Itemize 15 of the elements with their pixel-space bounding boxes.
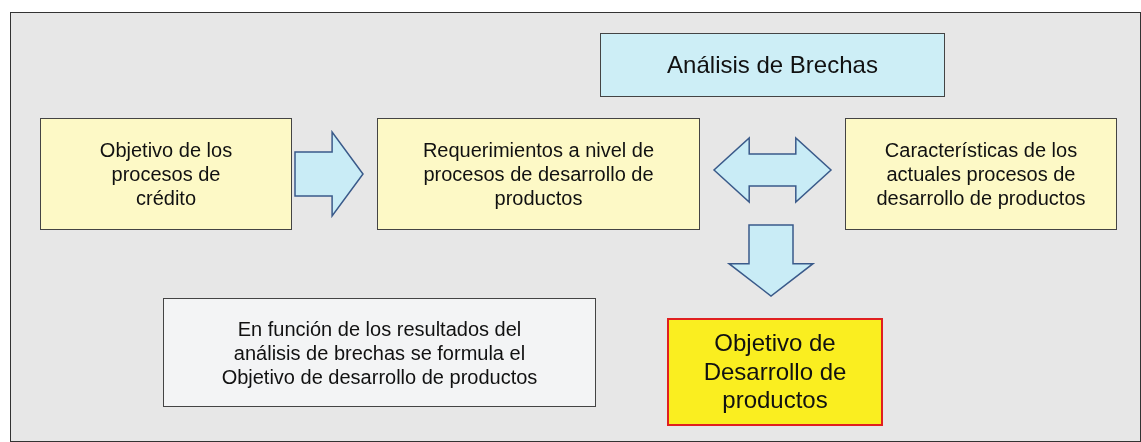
box-text: Análisis de Brechas [667,50,878,80]
box-text: Objetivo de Desarrollo de productos [702,328,848,416]
process-box [845,118,1117,230]
note-box [163,298,596,407]
process-box [40,118,292,230]
box-text: En función de los resultados del análisis de brechas se formula el Objetivo de desarrollo de productos [220,316,539,389]
box-text: Características de los actuales procesos de desarrollo de productos [875,138,1087,210]
double-block-arrow [712,136,833,204]
box-text: Objetivo de los procesos de crédito [98,138,234,210]
block-arrow [294,129,364,219]
process-box [600,33,945,97]
box-text: Requerimientos a nivel de procesos de desarrollo de productos [422,138,655,210]
block-arrow [726,224,816,297]
result-box [667,318,883,426]
process-box [377,118,700,230]
